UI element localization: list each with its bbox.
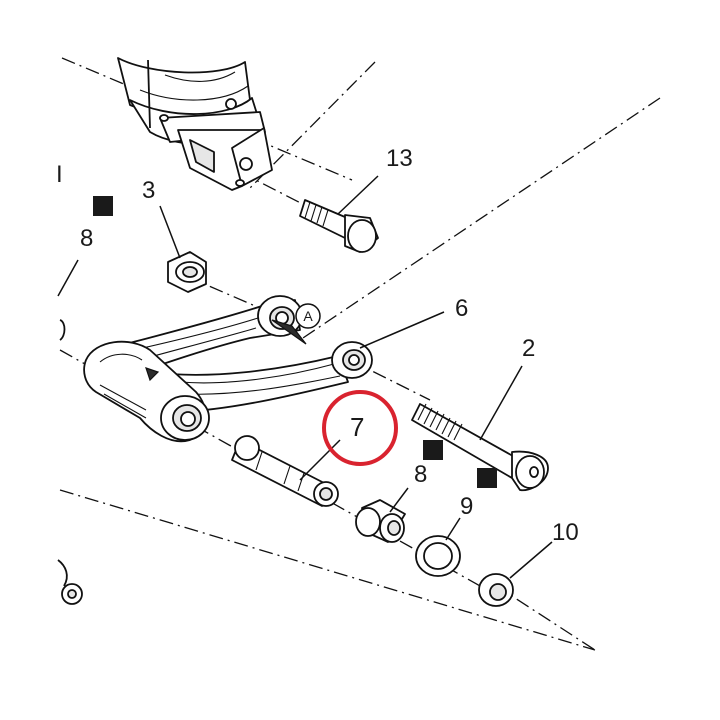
leader-2 bbox=[479, 365, 523, 441]
leader-8-right bbox=[389, 487, 409, 513]
black-square-icon bbox=[423, 440, 443, 460]
washer-10 bbox=[478, 573, 514, 607]
label-8-right: 8 bbox=[414, 461, 427, 488]
label-2: 2 bbox=[522, 335, 535, 362]
detail-a-text: A bbox=[303, 308, 313, 324]
washer-9 bbox=[415, 535, 461, 577]
label-7: 7 bbox=[350, 412, 364, 442]
marker-squares bbox=[93, 196, 497, 488]
linkage-arm-6 bbox=[83, 295, 373, 443]
leader-8-left bbox=[57, 259, 79, 297]
black-square-icon bbox=[477, 468, 497, 488]
highlight-circle bbox=[322, 390, 398, 466]
leader-6 bbox=[359, 311, 445, 349]
label-8-left: 8 bbox=[80, 225, 93, 252]
leader-10 bbox=[509, 541, 553, 579]
nut-3 bbox=[167, 251, 207, 293]
circled-letter-icon bbox=[295, 303, 321, 329]
shock-absorber-lower-end bbox=[117, 57, 273, 191]
axis-line-diagonal-long bbox=[299, 97, 661, 341]
spacer-7 bbox=[231, 435, 339, 507]
black-square-icon bbox=[93, 196, 113, 216]
detail-a-callout: A bbox=[271, 303, 321, 345]
bushing-8-right bbox=[355, 499, 406, 543]
part-labels: 13 3 8 6 2 7 8 9 10 I bbox=[56, 145, 579, 546]
leader-9 bbox=[445, 517, 461, 541]
leader-13 bbox=[337, 175, 379, 215]
label-9: 9 bbox=[460, 493, 473, 520]
leader-3 bbox=[159, 205, 181, 259]
axis-line-bottom bbox=[59, 489, 596, 651]
leader-lines bbox=[57, 175, 553, 579]
label-13: 13 bbox=[386, 145, 413, 172]
bolt-13 bbox=[299, 199, 379, 253]
left-edge-fragments bbox=[57, 319, 83, 605]
bolt-2 bbox=[411, 403, 549, 492]
label-6: 6 bbox=[455, 295, 468, 322]
leader-7 bbox=[299, 439, 341, 481]
label-section-mark: I bbox=[56, 161, 63, 188]
label-10: 10 bbox=[552, 519, 579, 546]
label-3: 3 bbox=[142, 177, 155, 204]
